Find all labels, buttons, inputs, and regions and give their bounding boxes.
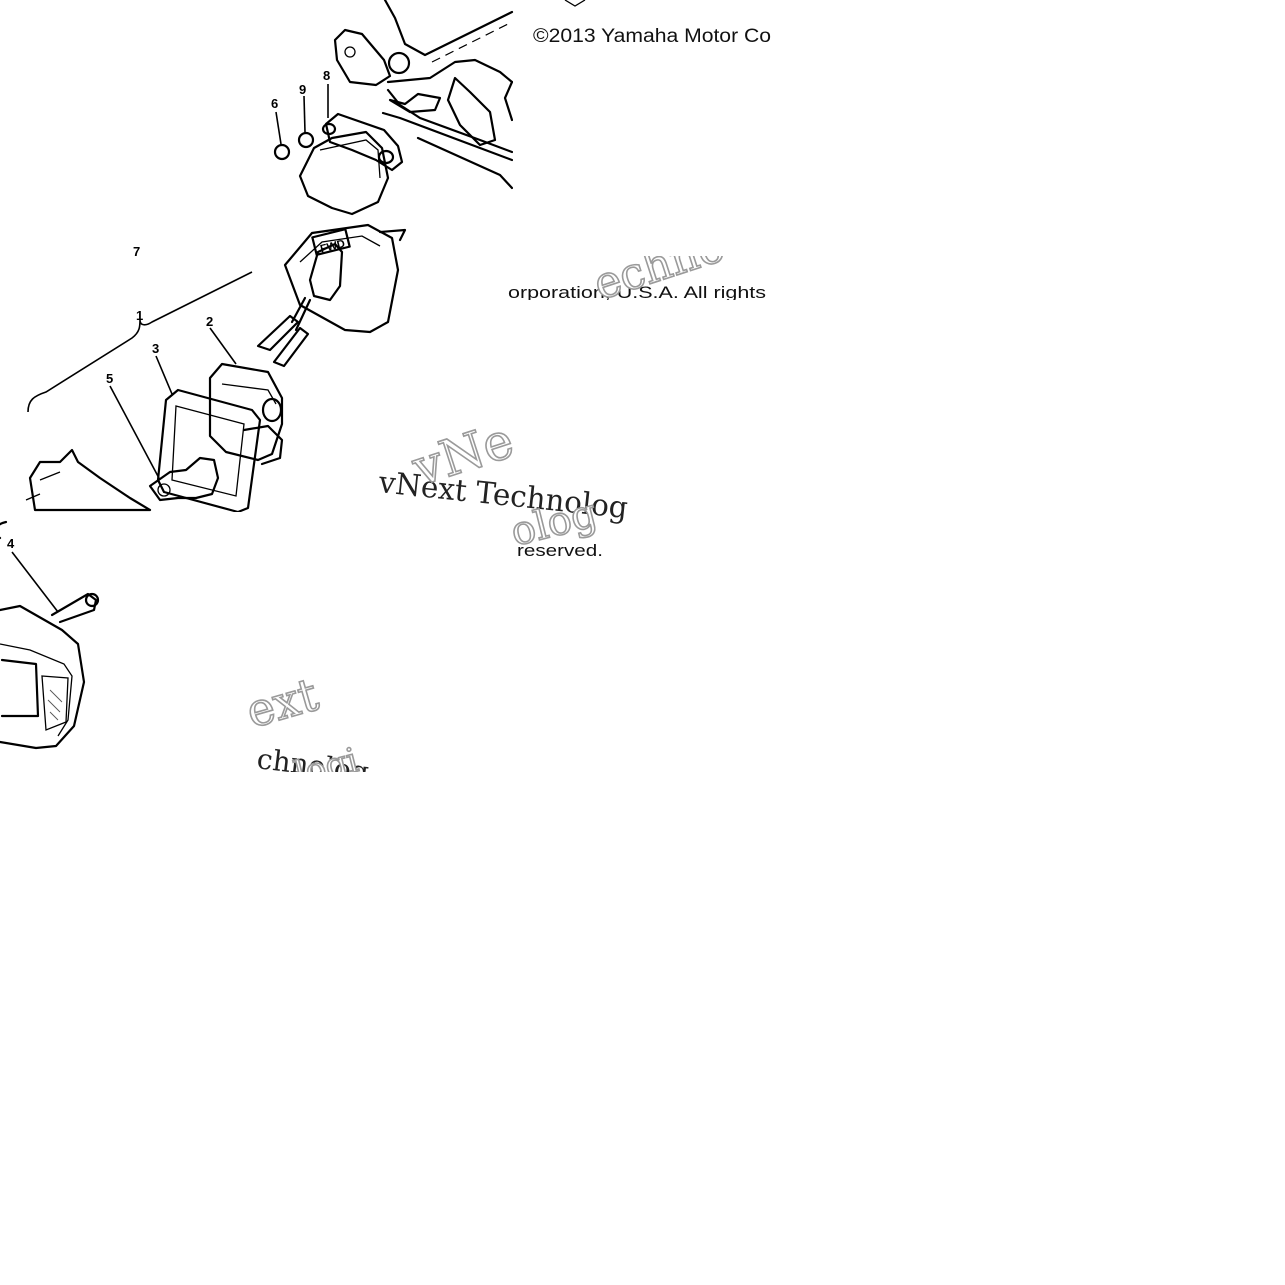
license-light-housing bbox=[273, 112, 404, 216]
callout-2: 2 bbox=[206, 314, 213, 329]
assembly-bracket bbox=[27, 271, 253, 413]
callout-9: 9 bbox=[299, 82, 306, 97]
copyright-notice: ©2013 Yamaha Motor Co orporation, U.S.A.… bbox=[508, 26, 771, 560]
watermark-text-4: ext bbox=[240, 667, 324, 739]
callout-1: 1 bbox=[136, 308, 143, 323]
leader-lines bbox=[11, 84, 329, 613]
callouts: 1 2 3 4 5 6 7 8 9 bbox=[7, 68, 330, 551]
copyright-line-3: reserved. bbox=[517, 541, 603, 560]
copyright-line-2: orporation, U.S.A. All rights bbox=[508, 283, 766, 302]
turn-signal-assembly bbox=[0, 520, 100, 750]
fwd-label: FWD bbox=[319, 238, 346, 256]
callout-3: 3 bbox=[152, 341, 159, 356]
frame-bracket bbox=[333, 0, 586, 190]
fwd-plate: FWD bbox=[256, 223, 407, 368]
callout-7: 7 bbox=[133, 244, 140, 259]
callout-6: 6 bbox=[271, 96, 278, 111]
callout-5: 5 bbox=[106, 371, 113, 386]
lens-cover bbox=[208, 362, 284, 466]
callout-4: 4 bbox=[7, 536, 15, 551]
callout-8: 8 bbox=[323, 68, 330, 83]
base-housing bbox=[25, 448, 152, 512]
copyright-line-1: ©2013 Yamaha Motor Co bbox=[533, 26, 771, 47]
gasket bbox=[156, 388, 262, 514]
bulb bbox=[148, 456, 220, 502]
